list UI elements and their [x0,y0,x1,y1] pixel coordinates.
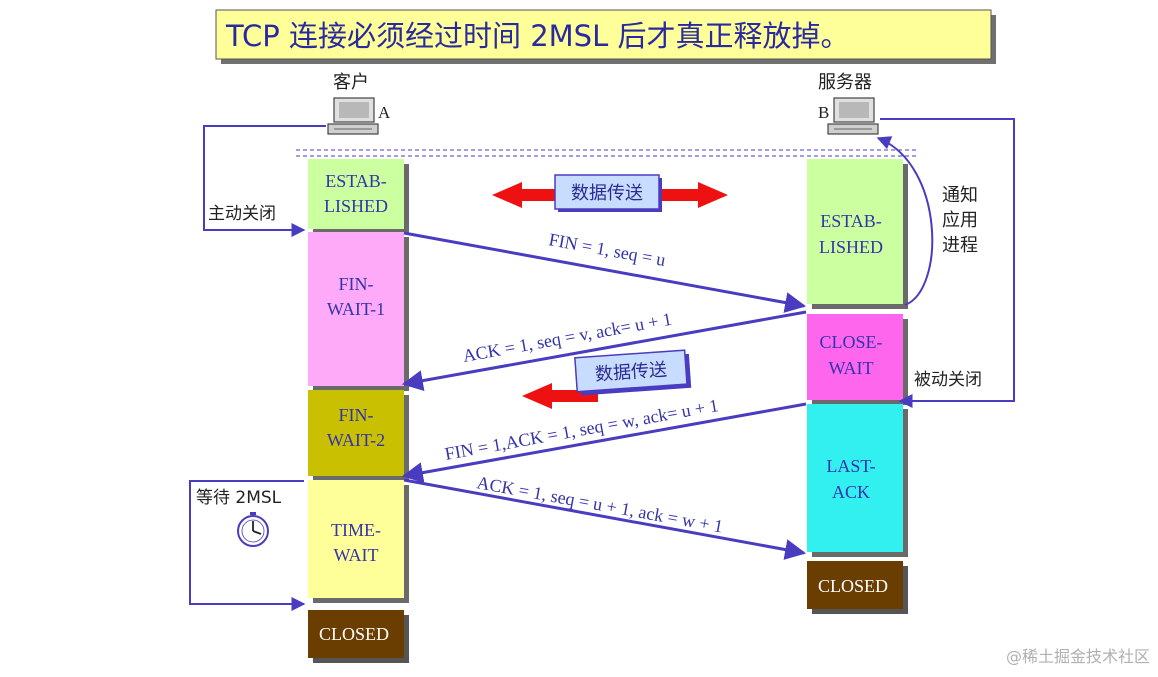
segment-label: FIN = 1,ACK = 1, seq = w, ack= u + 1 [443,395,720,464]
state-line2: WAIT-2 [327,430,385,450]
state-line1: CLOSED [319,624,389,644]
state-line1: ESTAB- [325,171,387,191]
data-transfer-both: 数据传送 [492,174,728,212]
clock-icon [237,512,269,547]
state-line1: FIN- [339,274,374,294]
watermark: @稀土掘金技术社区 [1006,647,1150,666]
client-state-closed: CLOSED [308,610,409,663]
segment-label: ACK = 1, seq = u + 1, ack = w + 1 [475,472,724,536]
server-state-column: ESTAB- LISHED CLOSE- WAIT LAST- ACK CLOS… [807,159,908,614]
segment-fin: FIN = 1, seq = u [403,229,807,313]
client-state-established: ESTAB- LISHED [308,159,409,234]
fin-arrow [403,231,807,313]
active-close-path: 主动关闭 [203,125,326,237]
client-name: 客户 [333,72,369,93]
state-line2: LISHED [324,196,388,216]
final-ack-arrow [403,478,807,560]
server-state-established: ESTAB- LISHED [807,159,908,309]
segment-label: FIN = 1, seq = u [547,229,667,270]
notify-app-line3: 进程 [942,235,978,256]
segment-final-ack: ACK = 1, seq = u + 1, ack = w + 1 [403,472,807,560]
ack-arrow [401,310,807,392]
server-letter: B [818,103,829,122]
notify-app-path: 通知 应用 进程 [876,136,978,306]
title-banner: TCP 连接必须经过时间 2MSL 后才真正释放掉。 [215,9,996,64]
wait-2msl-label: 等待 2MSL [196,488,282,508]
client-host: 客户 A [327,72,391,135]
state-line1: CLOSE- [820,332,883,352]
state-line1: ESTAB- [820,211,882,231]
title-text: TCP 连接必须经过时间 2MSL 后才真正释放掉。 [225,19,849,53]
state-line2: WAIT [334,545,379,565]
server-state-close-wait: CLOSE- WAIT [807,314,908,405]
data-transfer-label-2: 数据传送 [594,359,667,385]
active-close-label: 主动关闭 [208,204,276,224]
data-transfer-label: 数据传送 [571,183,643,204]
client-state-fin-wait-1: FIN- WAIT-1 [308,232,409,391]
state-line2: WAIT-1 [327,299,385,319]
server-host: 服务器 B [818,72,879,135]
client-state-time-wait: TIME- WAIT [308,480,409,603]
server-state-closed: CLOSED [807,561,908,614]
segment-fin-ack: FIN = 1,ACK = 1, seq = w, ack= u + 1 [401,395,807,484]
notify-app-line2: 应用 [942,210,978,231]
state-line1: LAST- [826,456,875,476]
data-transfer-server-to-client: 数据传送 [522,349,692,409]
state-line1: TIME- [331,520,381,540]
left-red-arrow [522,383,598,409]
client-letter: A [378,103,391,122]
client-computer-icon [327,97,379,135]
state-line1: CLOSED [818,576,888,596]
passive-close-path: 被动关闭 [880,118,1015,408]
notify-app-line1: 通知 [942,185,978,206]
state-line2: WAIT [829,358,874,378]
client-state-fin-wait-2: FIN- WAIT-2 [308,390,409,481]
fin-ack-arrow [401,402,807,484]
state-line1: FIN- [339,405,374,425]
client-state-column: ESTAB- LISHED FIN- WAIT-1 FIN- WAIT-2 TI… [308,159,409,663]
server-name: 服务器 [818,72,872,93]
passive-close-label: 被动关闭 [914,370,982,390]
wait-2msl-path: 等待 2MSL [189,480,306,611]
state-line2: LISHED [819,237,883,257]
state-line2: ACK [832,482,870,502]
server-computer-icon [827,97,879,135]
server-state-last-ack: LAST- ACK [807,404,908,557]
